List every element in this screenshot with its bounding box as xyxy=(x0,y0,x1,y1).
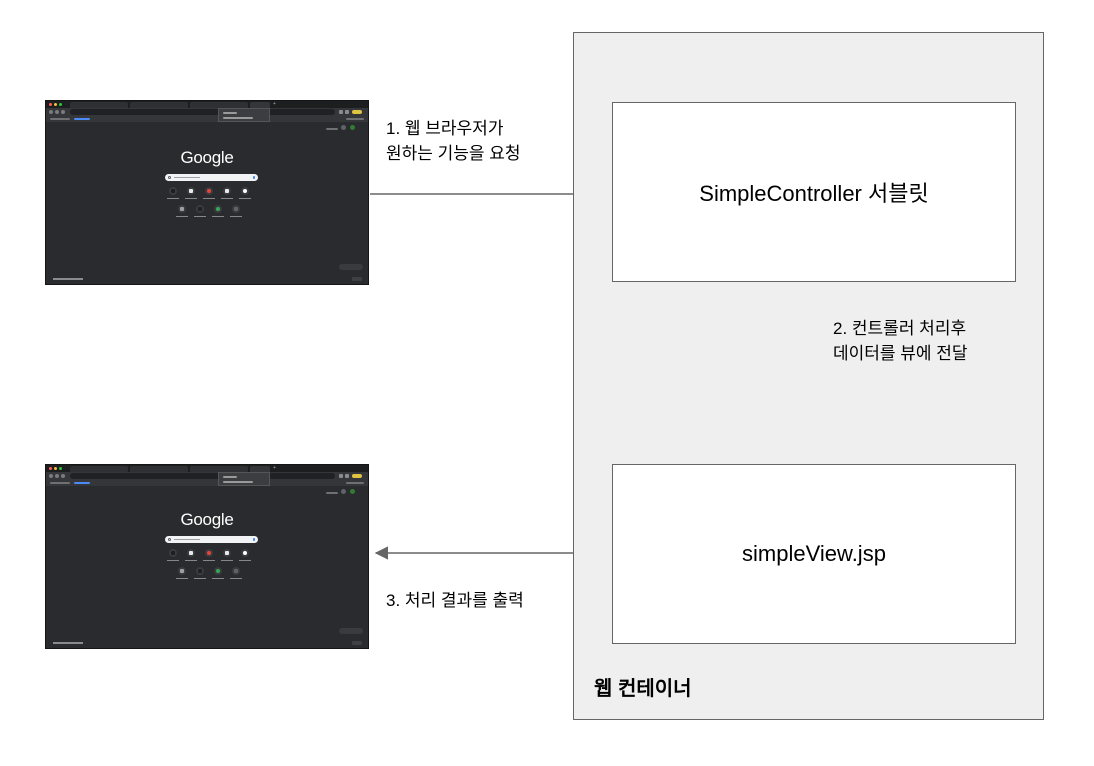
shortcut-icon xyxy=(205,549,213,557)
bookmarks-bar xyxy=(46,480,368,486)
google-logo: Google xyxy=(180,510,234,529)
customize-button xyxy=(339,264,363,270)
tab-strip: + xyxy=(46,465,368,472)
address-bar xyxy=(70,109,335,115)
search-box xyxy=(165,536,258,543)
shortcut-icon xyxy=(223,549,231,557)
shortcut-icon xyxy=(214,205,222,213)
search-box xyxy=(165,174,258,181)
tab-hover-card xyxy=(218,472,270,486)
shortcut-icon xyxy=(223,187,231,195)
shortcut-icon xyxy=(169,549,177,557)
shortcut-icon xyxy=(232,567,240,575)
search-icon xyxy=(168,538,171,541)
shortcut-icon xyxy=(187,549,195,557)
browser-window-icon: + Google xyxy=(45,464,369,649)
customize-button xyxy=(339,628,363,634)
shortcut-icon xyxy=(196,567,204,575)
bookmarks-bar xyxy=(46,116,368,122)
request-label: 1. 웹 브라우저가 원하는 기능을 요청 xyxy=(386,119,521,163)
shortcut-icon xyxy=(241,549,249,557)
google-logo: Google xyxy=(180,148,234,167)
web-container-label: 웹 컨테이너 xyxy=(594,678,692,700)
tab-hover-card xyxy=(218,108,270,122)
controller-servlet-node: SimpleController 서블릿 xyxy=(612,102,1016,282)
shortcut-icon xyxy=(187,187,195,195)
search-icon xyxy=(168,176,171,179)
browser-toolbar xyxy=(46,472,368,480)
address-bar xyxy=(70,473,335,479)
shortcut-icon xyxy=(196,205,204,213)
shortcut-icon xyxy=(205,187,213,195)
response-label: 3. 처리 결과를 출력 xyxy=(386,591,524,610)
shortcut-icon xyxy=(214,567,222,575)
view-jsp-node: simpleView.jsp xyxy=(612,464,1016,644)
shortcut-icon xyxy=(169,187,177,195)
shortcut-icon xyxy=(241,187,249,195)
shortcut-icon xyxy=(178,567,186,575)
tab-strip: + xyxy=(46,101,368,108)
forward-label: 2. 컨트롤러 처리후 데이터를 뷰에 전달 xyxy=(833,319,968,363)
shortcut-icon xyxy=(232,205,240,213)
browser-toolbar xyxy=(46,108,368,116)
shortcut-icon xyxy=(178,205,186,213)
browser-window-icon: + Google xyxy=(45,100,369,285)
